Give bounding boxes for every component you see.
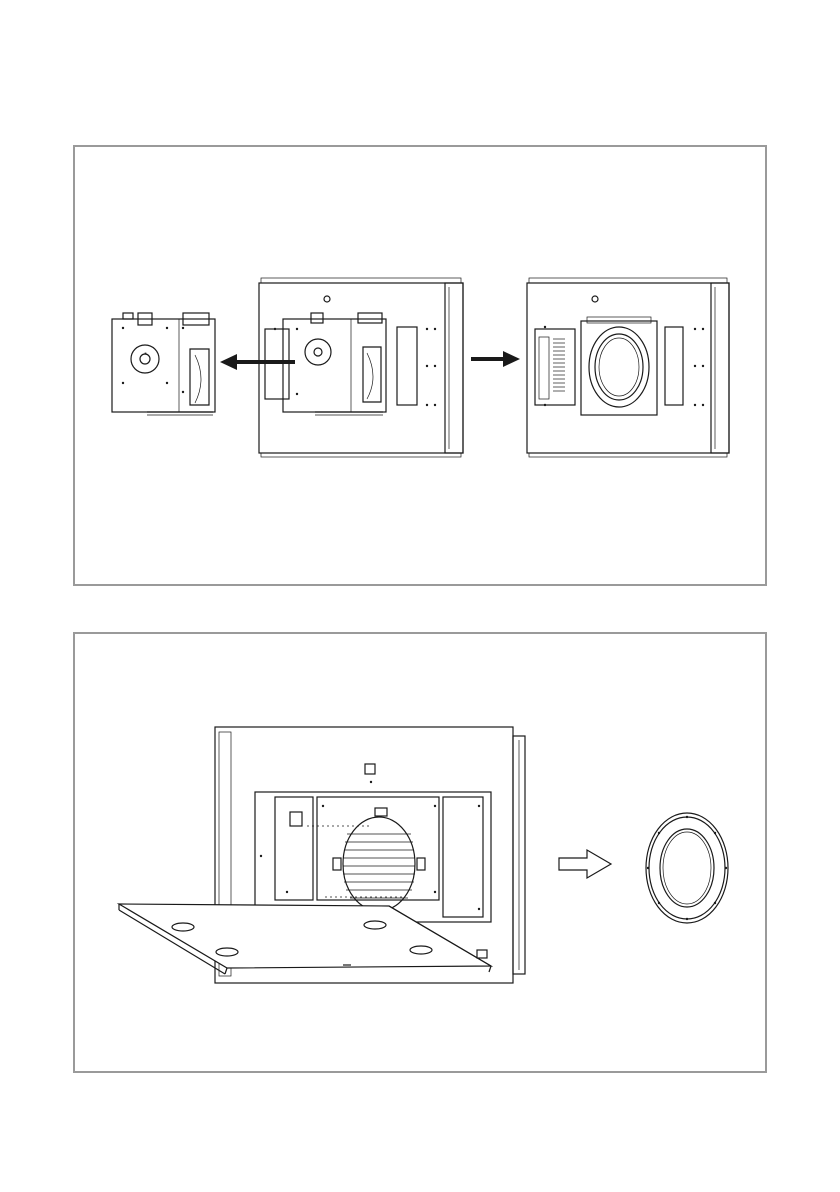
disassembly-drawing [75,147,765,584]
unit-motor-exposed [527,278,729,457]
arrow-left-icon [220,354,295,370]
ring-removal-drawing [75,634,765,1071]
fan-compartment [255,792,491,922]
inlet-ring [646,813,728,923]
arrow-right-outline-icon [559,850,611,878]
unit-with-fan-module [259,278,463,457]
arrow-right-icon [471,351,520,367]
figure-panel-disassembly [73,145,767,586]
hinged-cover-panel [119,904,491,974]
figure-panel-ring-removal [73,632,767,1073]
removed-fan-module [112,313,215,415]
